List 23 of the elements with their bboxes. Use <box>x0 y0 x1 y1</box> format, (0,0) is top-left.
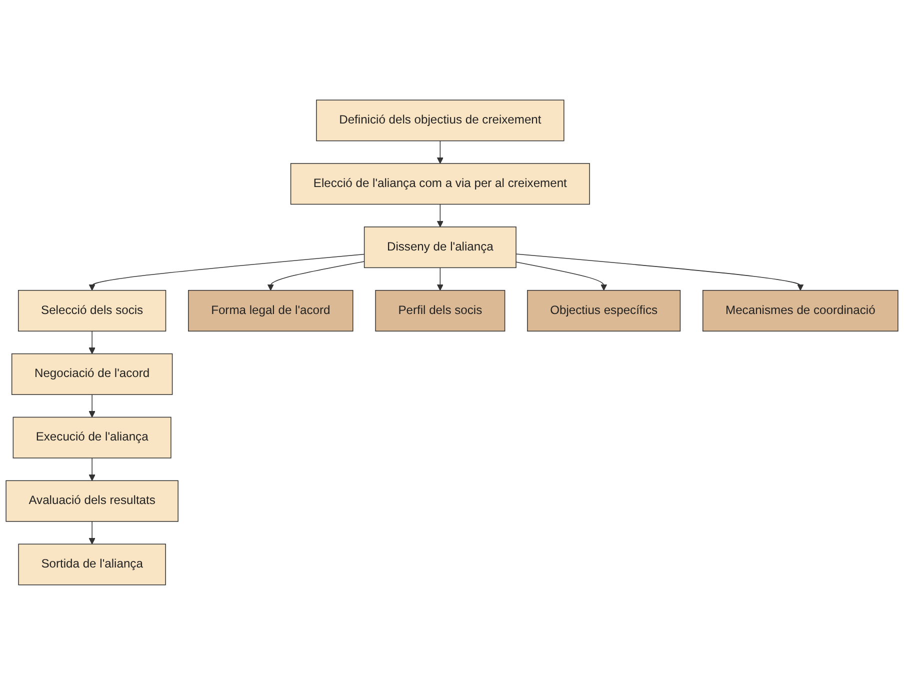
node-box: Mecanismes de coordinació <box>702 290 898 332</box>
arrow <box>436 140 444 164</box>
node-box: Forma legal de l'acord <box>188 290 354 332</box>
node-box: Elecció de l'aliança com a via per al creixement <box>290 162 590 204</box>
arrow <box>88 457 96 480</box>
node-box: Execució de l'aliança <box>12 416 172 458</box>
node-box: Perfil dels socis <box>375 290 506 332</box>
arrow <box>436 266 444 290</box>
arrow <box>516 253 804 290</box>
arrow <box>516 261 608 290</box>
node-box: Disseny de l'aliança <box>364 226 516 268</box>
arrow <box>88 520 96 544</box>
arrow <box>88 253 365 290</box>
node-box: Avaluació dels resultats <box>6 480 178 522</box>
node-box: Objectius específics <box>527 290 681 332</box>
node-box: Negociació de l'acord <box>11 352 173 394</box>
arrow <box>267 260 365 290</box>
arrow <box>88 394 96 418</box>
arrow <box>88 330 96 354</box>
node-box: Selecció dels socis <box>18 290 166 332</box>
node-box: Sortida de l'aliança <box>18 543 166 585</box>
node-box: Definició dels objectius de creixement <box>316 99 564 141</box>
arrow <box>436 203 444 227</box>
